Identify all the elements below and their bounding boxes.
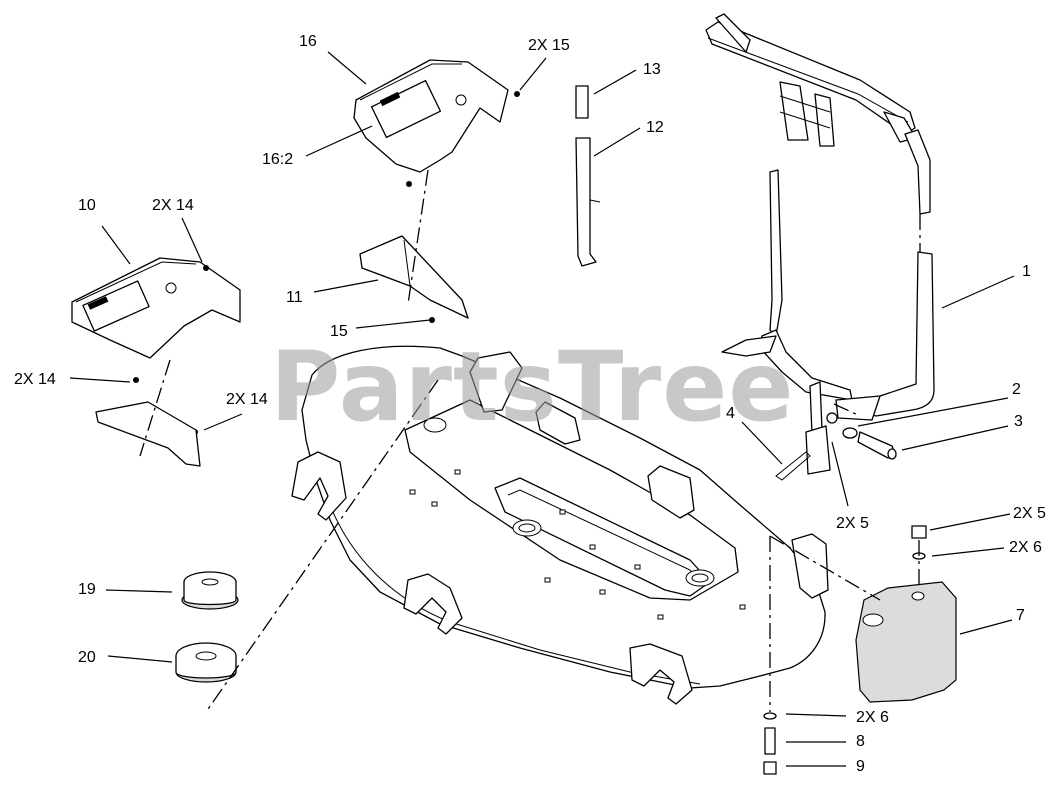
callout-16: 16 (299, 33, 317, 50)
callout-labels: 16 16:2 2X 15 13 12 10 2X 14 11 15 2X 14… (14, 33, 1046, 775)
callout-19: 19 (78, 581, 96, 598)
belt-cover-left (71, 257, 241, 435)
leader-lines (69, 51, 1015, 767)
callout-12: 12 (646, 119, 664, 136)
callout-15: 15 (330, 323, 348, 340)
callout-2x5-left: 2X 5 (836, 515, 869, 532)
callout-8: 8 (856, 733, 865, 750)
lift-frame (705, 13, 935, 475)
watermark: PartsTree (270, 331, 794, 443)
callout-10: 10 (78, 197, 96, 214)
callout-2x14-left: 2X 14 (14, 371, 56, 388)
callout-2x14-right: 2X 14 (226, 391, 268, 408)
strap (575, 85, 601, 267)
washer-bolt (826, 412, 897, 460)
hairpin-clip (775, 451, 811, 481)
callout-9: 9 (856, 758, 865, 775)
spindle-cover (855, 581, 957, 703)
idler-pulley (181, 571, 239, 610)
cover-bracket-left (95, 401, 201, 467)
callout-16-2: 16:2 (262, 151, 293, 168)
callout-11: 11 (286, 289, 303, 306)
callout-4: 4 (726, 405, 735, 422)
callout-2x15: 2X 15 (528, 37, 570, 54)
callout-2x6-bottom: 2X 6 (856, 709, 889, 726)
callout-2: 2 (1012, 381, 1021, 398)
callout-2x6-right: 2X 6 (1009, 539, 1042, 556)
belt-cover-top (353, 59, 520, 187)
drive-pulley (175, 642, 237, 683)
pivot-pin (763, 535, 881, 775)
mower-deck (291, 345, 829, 705)
callout-3: 3 (1014, 413, 1023, 430)
callout-2x14-top: 2X 14 (152, 197, 194, 214)
nut-washer-right (911, 525, 927, 590)
callout-2x5-right: 2X 5 (1013, 505, 1046, 522)
callout-7: 7 (1016, 607, 1025, 624)
callout-13: 13 (643, 61, 661, 78)
callout-1: 1 (1022, 263, 1031, 280)
cover-bracket (359, 235, 469, 323)
callout-20: 20 (78, 649, 96, 666)
